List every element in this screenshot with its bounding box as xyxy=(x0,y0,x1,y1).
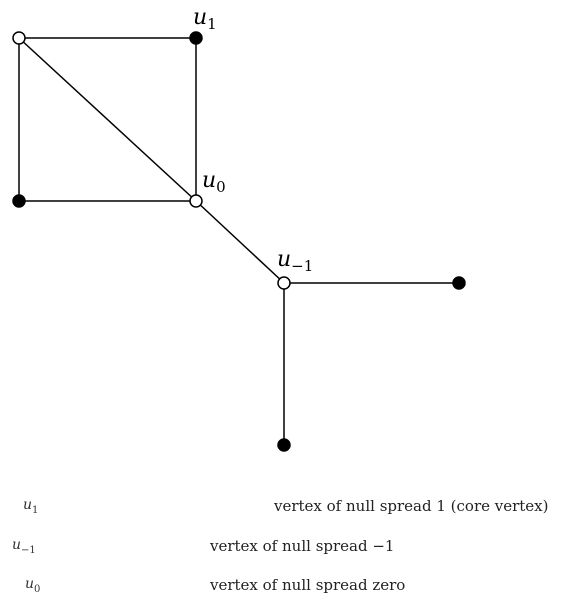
vertex-top-left xyxy=(12,31,26,45)
legend-desc-u0: vertex of null spread zero xyxy=(210,576,406,594)
vertex-bottom-left xyxy=(12,194,26,208)
legend-desc-u1: vertex of null spread 1 (core vertex) xyxy=(274,497,549,515)
legend-symbol-u-minus-1: u−1 xyxy=(12,537,36,556)
legend-row-u0: u0 vertex of null spread zero xyxy=(0,576,586,598)
vertex-u-minus-1 xyxy=(277,276,291,290)
legend-row-u-minus-1: u−1 vertex of null spread −1 xyxy=(0,537,586,559)
legend-symbol-u1: u1 xyxy=(23,497,39,516)
vertex-u1 xyxy=(189,31,203,45)
vertex-u0 xyxy=(189,194,203,208)
vertex-bottom-leaf xyxy=(277,438,291,452)
edge-u0-um1 xyxy=(195,200,285,284)
vertex-right-leaf xyxy=(452,276,466,290)
label-u0: u0 xyxy=(202,168,226,196)
label-u-minus-1: u−1 xyxy=(277,247,313,275)
legend-symbol-u0: u0 xyxy=(25,576,41,595)
label-u1: u1 xyxy=(193,5,217,33)
graph-diagram: u1 u0 u−1 xyxy=(12,5,466,452)
legend-desc-u-minus-1: vertex of null spread −1 xyxy=(210,537,395,555)
edge-topleft-u0 xyxy=(18,37,197,202)
legend-row-u1: u1 vertex of null spread 1 (core vertex) xyxy=(0,497,586,519)
